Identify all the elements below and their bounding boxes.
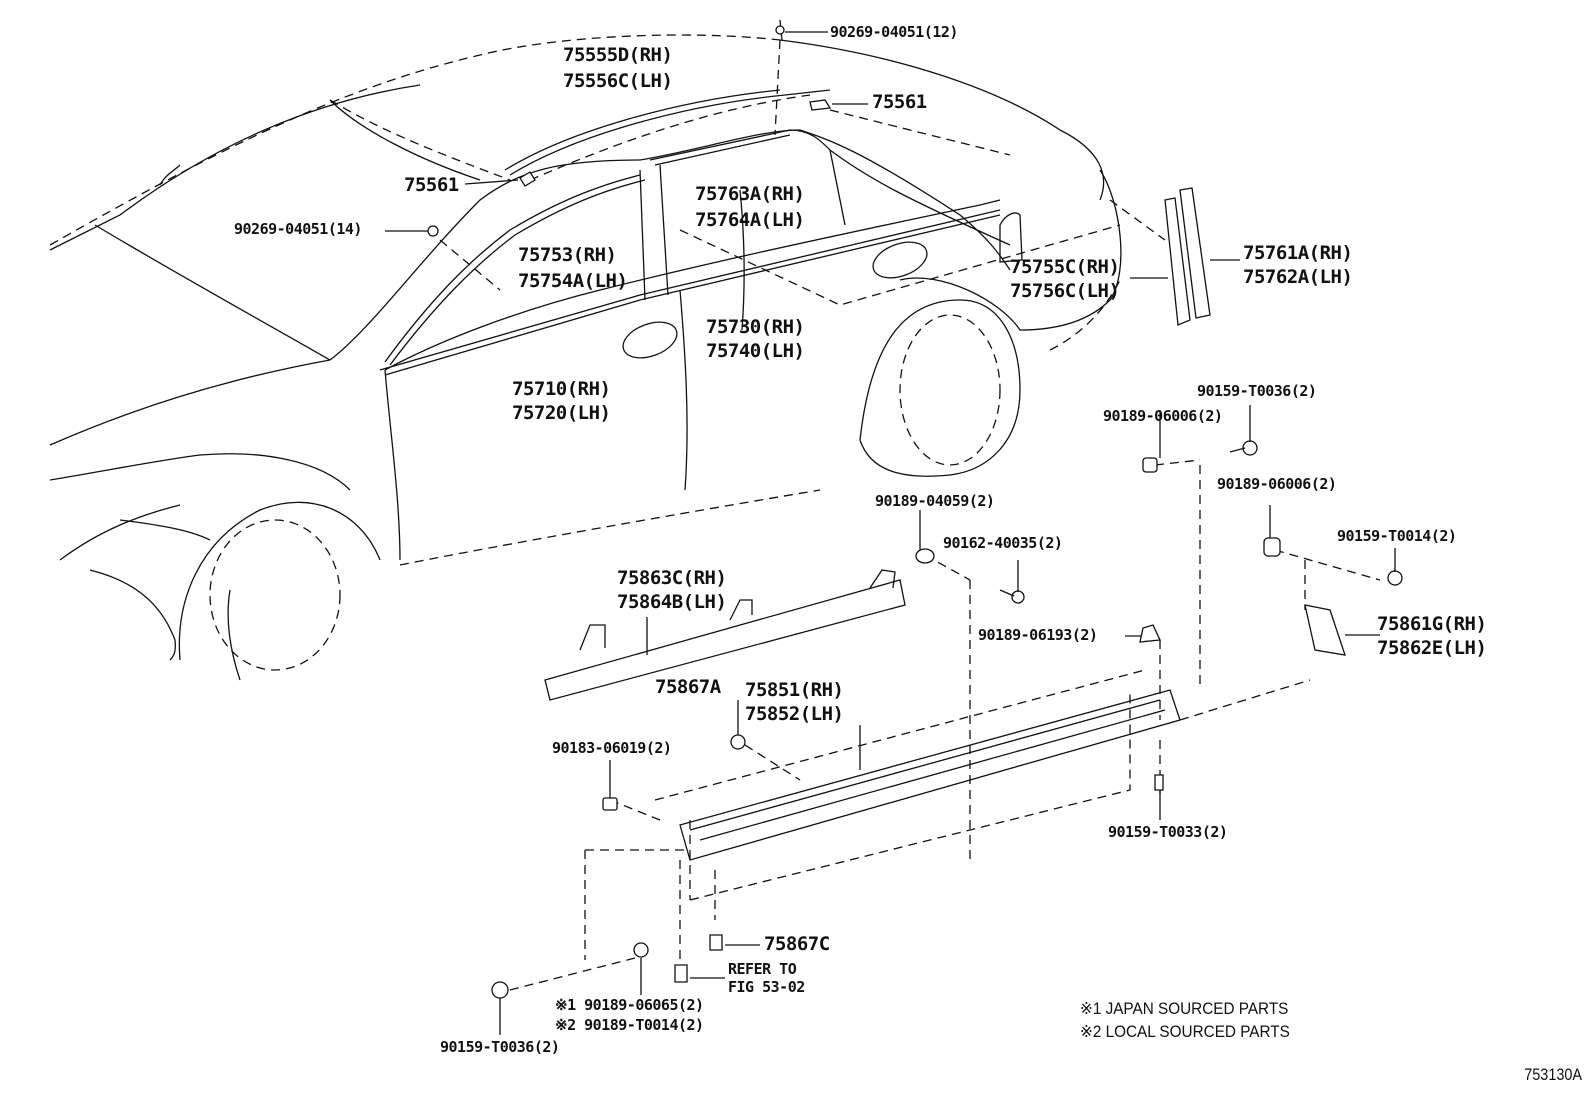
part-label-75864b-lh[interactable]: 75864B(LH) [617,591,727,613]
part-label-75861g-rh[interactable]: 75861G(RH) [1377,613,1487,635]
figure-code: 753130A [1524,1065,1582,1084]
part-label-90159-t0014[interactable]: 90159-T0014(2) [1337,527,1457,545]
part-label-75762a-lh[interactable]: 75762A(LH) [1243,266,1353,288]
part-label-75863c-rh[interactable]: 75863C(RH) [617,567,727,589]
part-label-90189-06065[interactable]: ※1 90189-06065(2) [555,996,704,1014]
part-label-75763a-rh[interactable]: 75763A(RH) [695,183,805,205]
rear-pillar-garnish [1130,187,1240,326]
part-label-90189-06006-b[interactable]: 90189-06006(2) [1217,475,1337,493]
car-body-outline [49,34,1166,681]
part-label-75561-left[interactable]: 75561 [404,174,459,196]
part-label-90189-04059[interactable]: 90189-04059(2) [875,492,995,510]
part-label-75761a-rh[interactable]: 75761A(RH) [1243,242,1353,264]
part-label-75710-rh[interactable]: 75710(RH) [512,378,611,400]
part-label-90269-04051-14[interactable]: 90269-04051(14) [234,220,362,238]
rocker-molding-main [509,459,1381,991]
note-japan-sourced: ※1 JAPAN SOURCED PARTS [1080,999,1289,1018]
part-label-75730-rh[interactable]: 75730(RH) [706,316,805,338]
part-label-90189-t0014[interactable]: ※2 90189-T0014(2) [555,1016,704,1034]
part-label-75561-top[interactable]: 75561 [872,91,927,113]
part-label-75852-lh[interactable]: 75852(LH) [745,703,844,725]
part-label-90269-04051-12[interactable]: 90269-04051(12) [830,23,958,41]
part-label-75740-lh[interactable]: 75740(LH) [706,340,805,362]
part-label-90189-06193[interactable]: 90189-06193(2) [978,626,1098,644]
part-label-90159-t0033[interactable]: 90159-T0033(2) [1108,823,1228,841]
part-label-90159-t0036-top[interactable]: 90159-T0036(2) [1197,382,1317,400]
part-label-75764a-lh[interactable]: 75764A(LH) [695,209,805,231]
part-label-75753-rh[interactable]: 75753(RH) [518,244,617,266]
part-label-90189-06006-a[interactable]: 90189-06006(2) [1103,407,1223,425]
refer-to-text: REFER TO [728,960,797,978]
note-local-sourced: ※2 LOCAL SOURCED PARTS [1080,1022,1290,1041]
part-label-75862e-lh[interactable]: 75862E(LH) [1377,637,1487,659]
part-label-75720-lh[interactable]: 75720(LH) [512,402,611,424]
part-label-75867c[interactable]: 75867C [764,933,830,955]
part-label-75756c-lh[interactable]: 75756C(LH) [1010,280,1120,302]
part-label-90159-t0036-bottom[interactable]: 90159-T0036(2) [440,1038,560,1056]
part-label-75867a[interactable]: 75867A [655,676,721,698]
part-label-90162-40035[interactable]: 90162-40035(2) [943,534,1063,552]
rocker-molding-upper [544,569,906,701]
part-label-75851-rh[interactable]: 75851(RH) [745,679,844,701]
part-label-75754a-lh[interactable]: 75754A(LH) [518,270,628,292]
part-label-75755c-rh[interactable]: 75755C(RH) [1010,256,1120,278]
part-label-75555d-rh[interactable]: 75555D(RH) [563,44,673,66]
part-label-75556c-lh[interactable]: 75556C(LH) [563,70,673,92]
refer-fig-link[interactable]: FIG 53-02 [728,978,805,996]
part-label-90183-06019[interactable]: 90183-06019(2) [552,739,672,757]
fasteners [385,19,1403,1035]
